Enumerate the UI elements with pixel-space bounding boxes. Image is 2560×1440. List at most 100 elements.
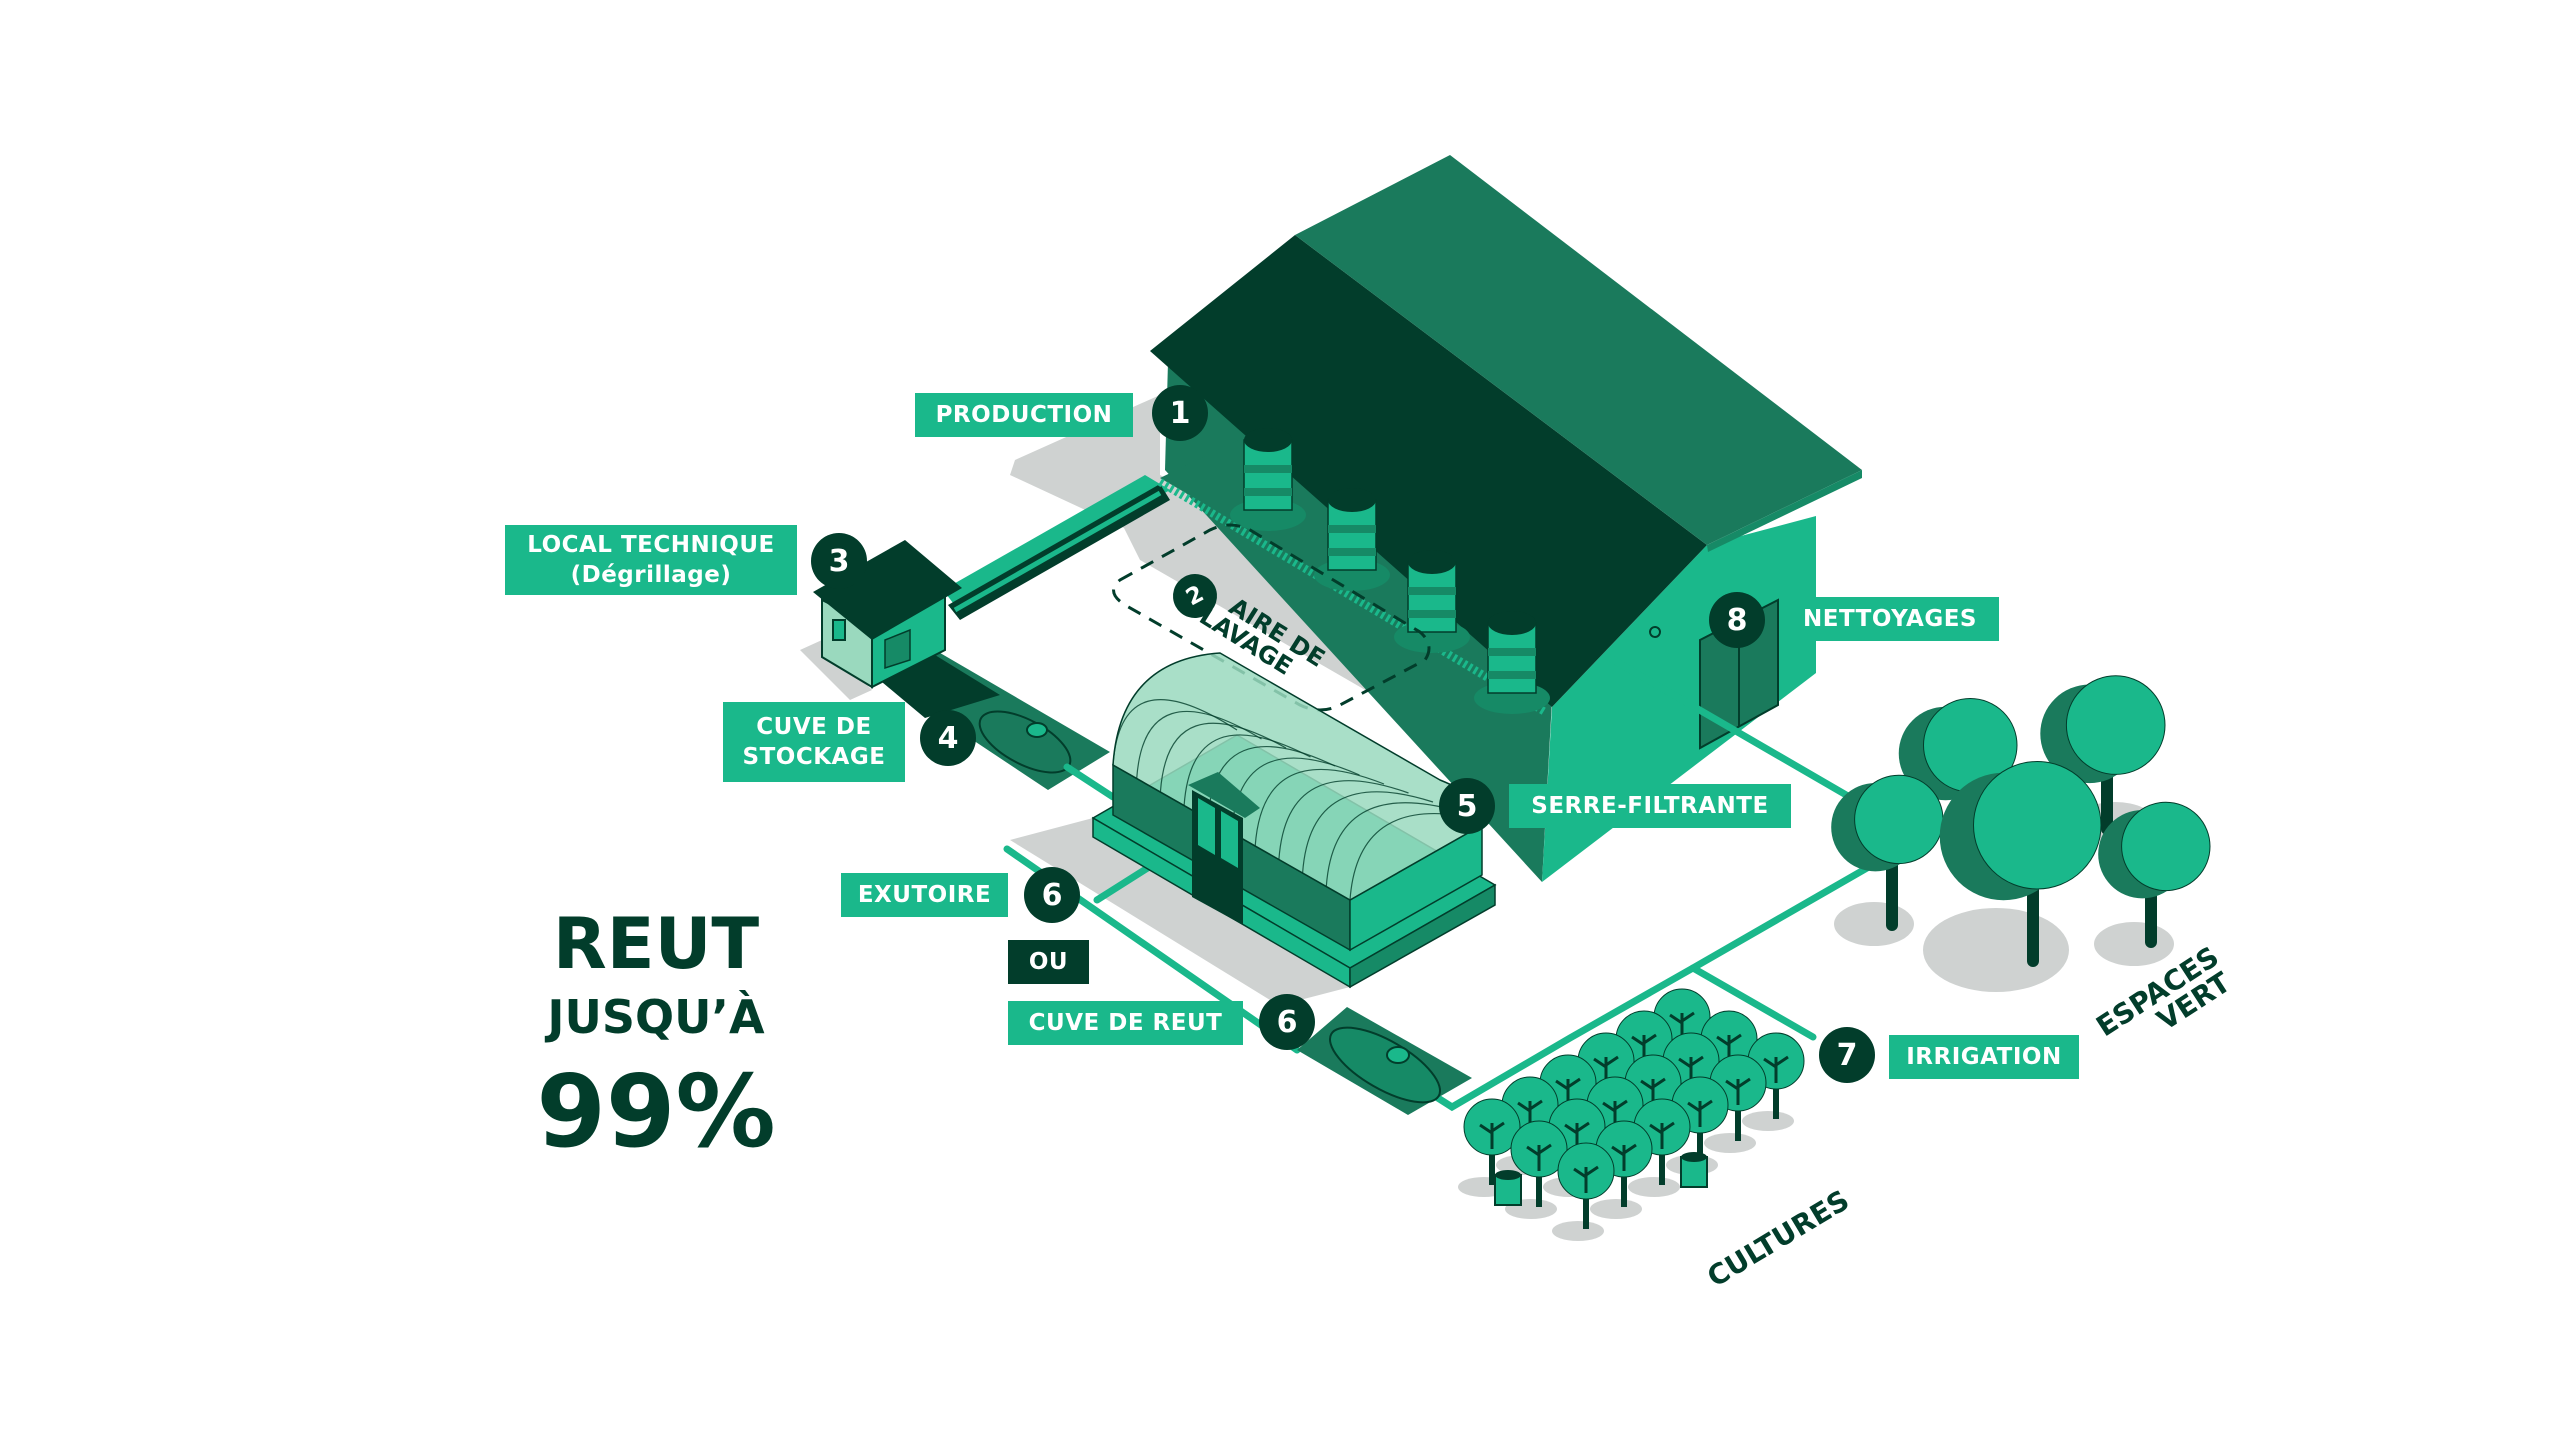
local-technique-building bbox=[813, 540, 962, 689]
pipe-reut-to-irrigation bbox=[1426, 864, 1871, 1112]
roof-edge bbox=[1707, 470, 1862, 552]
tree-canopy bbox=[2065, 675, 2166, 775]
drain-grate bbox=[1157, 478, 1548, 716]
crop-branches bbox=[1763, 1055, 1789, 1083]
barrel-band bbox=[1488, 648, 1536, 656]
badge-step-7: 7 bbox=[1819, 1027, 1875, 1083]
label-reuse-tank: CUVE DE REUT bbox=[1008, 1001, 1243, 1045]
greenhouse-door-window-left bbox=[1198, 798, 1215, 855]
reuse-tank-hatch bbox=[1386, 1046, 1410, 1064]
label-storage-tank: CUVE DE STOCKAGE bbox=[723, 702, 905, 782]
barrel-band bbox=[1408, 587, 1456, 595]
badge-step-1: 1 bbox=[1152, 385, 1208, 441]
tree-shadow bbox=[2094, 922, 2174, 966]
wine-tanks bbox=[1230, 428, 1550, 714]
barrel-top bbox=[1408, 550, 1456, 574]
label-filter-greenhouse-text: SERRE-FILTRANTE bbox=[1531, 793, 1769, 819]
badge-step-6-reuse: 6 bbox=[1259, 994, 1315, 1050]
label-or-text: OU bbox=[1028, 949, 1069, 975]
label-cleaning-text: NETTOYAGES bbox=[1802, 606, 1977, 632]
barrel-band bbox=[1408, 610, 1456, 618]
label-reuse-tank-text: CUVE DE REUT bbox=[1028, 1010, 1223, 1036]
label-local-technique-line2: (Dégrillage) bbox=[570, 562, 732, 588]
label-irrigation: IRRIGATION bbox=[1889, 1035, 2079, 1079]
crop-branches bbox=[1479, 1121, 1505, 1149]
barrel-band bbox=[1244, 488, 1292, 496]
badge-step-6-outlet: 6 bbox=[1024, 867, 1080, 923]
screen-grid bbox=[884, 628, 911, 670]
crop-branches bbox=[1573, 1165, 1599, 1193]
greenhouse-rib bbox=[1302, 791, 1434, 874]
label-local-technique-line1: LOCAL TECHNIQUE bbox=[527, 532, 775, 558]
crop-branches bbox=[1725, 1077, 1751, 1105]
bucket bbox=[1494, 1174, 1522, 1206]
roof-light bbox=[1295, 155, 1862, 545]
reuse-headline-percent: 99% bbox=[536, 1053, 776, 1170]
greenhouse-rib bbox=[1325, 802, 1458, 887]
label-or-connector: OU bbox=[1008, 940, 1089, 984]
label-storage-tank-line1: CUVE DE bbox=[756, 714, 872, 740]
green-spaces-trees bbox=[1831, 675, 2211, 992]
storage-tank-hatch bbox=[1026, 722, 1048, 738]
local-roof bbox=[813, 540, 962, 640]
label-production-text: PRODUCTION bbox=[935, 402, 1113, 428]
tree-canopy bbox=[1973, 761, 2102, 890]
label-local-technique: LOCAL TECHNIQUE (Dégrillage) bbox=[505, 525, 797, 595]
badge-step-4: 4 bbox=[920, 710, 976, 766]
barrel-top bbox=[1244, 428, 1292, 452]
pipe-building-to-trees bbox=[1606, 654, 1864, 807]
label-filter-greenhouse: SERRE-FILTRANTE bbox=[1509, 784, 1791, 828]
roof-dark bbox=[1150, 235, 1707, 707]
bucket-top bbox=[1495, 1170, 1521, 1180]
barrel-band bbox=[1488, 671, 1536, 679]
greenhouse-rib bbox=[1254, 768, 1385, 847]
barrel-band bbox=[1328, 525, 1376, 533]
filter-greenhouse bbox=[1091, 652, 1497, 989]
bucket bbox=[1680, 1156, 1708, 1188]
pipes bbox=[1003, 654, 1871, 1112]
bucket-top bbox=[1681, 1152, 1707, 1162]
crop-shadow bbox=[1704, 1133, 1756, 1153]
label-cleaning: NETTOYAGES bbox=[1781, 597, 1999, 641]
badge-step-8: 8 bbox=[1709, 592, 1765, 648]
reuse-tank-body bbox=[1328, 1026, 1442, 1104]
crop-branches bbox=[1687, 1099, 1713, 1127]
crop-shadow bbox=[1742, 1111, 1794, 1131]
greenhouse-rib bbox=[1278, 780, 1409, 860]
crop-shadow bbox=[1590, 1199, 1642, 1219]
tree-canopy bbox=[1854, 774, 1944, 865]
reuse-headline-line2: JUSQU’À bbox=[547, 990, 765, 1044]
greenhouse-rib bbox=[1183, 734, 1311, 806]
crop-branches bbox=[1611, 1143, 1637, 1171]
channel-pipe bbox=[953, 490, 1162, 613]
greenhouse-base-right bbox=[1349, 883, 1496, 989]
tree-shadow bbox=[1923, 908, 2069, 992]
label-production: PRODUCTION bbox=[915, 393, 1133, 437]
barrel-band bbox=[1244, 465, 1292, 473]
pipe-tank-to-greenhouse bbox=[1063, 763, 1117, 801]
tree-canopy bbox=[2121, 801, 2211, 892]
crop-branches bbox=[1649, 1121, 1675, 1149]
local-shadow bbox=[800, 640, 872, 700]
collection-channel bbox=[943, 475, 1170, 620]
greenhouse-door-window-right bbox=[1221, 811, 1238, 868]
crop-shadow bbox=[1552, 1221, 1604, 1241]
greenhouse-shadow bbox=[1010, 818, 1350, 1000]
faucet-icon bbox=[1649, 626, 1661, 638]
barrel-band bbox=[1328, 548, 1376, 556]
badge-step-3: 3 bbox=[811, 533, 867, 589]
crop-shadow bbox=[1628, 1177, 1680, 1197]
label-outlet-text: EXUTOIRE bbox=[857, 882, 992, 908]
greenhouse-rib bbox=[1159, 722, 1287, 793]
greenhouse-door-roof bbox=[1188, 772, 1260, 818]
electric-panel-icon bbox=[832, 619, 846, 641]
wash-area-outline bbox=[1112, 523, 1431, 712]
pipe-irrigation-branch bbox=[1689, 964, 1817, 1041]
crops-orchard bbox=[1458, 988, 1805, 1241]
barrel-top bbox=[1488, 611, 1536, 635]
crop-branches bbox=[1526, 1143, 1552, 1171]
label-irrigation-text: IRRIGATION bbox=[1906, 1044, 2062, 1070]
greenhouse-rib bbox=[1136, 710, 1262, 779]
reuse-headline-line1: REUT bbox=[552, 903, 760, 985]
